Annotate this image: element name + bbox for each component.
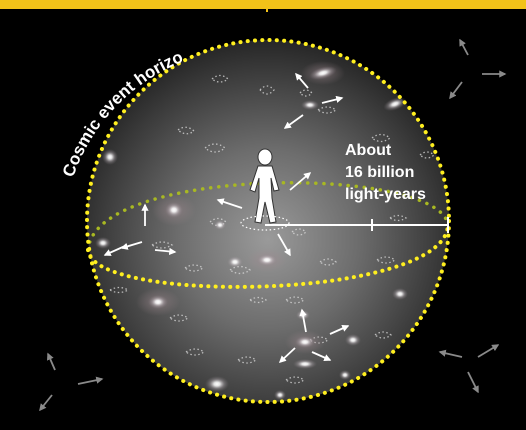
top-band <box>0 0 526 9</box>
observer-galaxy-ring <box>240 215 290 231</box>
bright-galaxies <box>95 61 408 400</box>
faint-galaxies <box>109 74 435 384</box>
distance-label-line1: About <box>345 142 392 159</box>
equator-front-arc <box>86 223 450 289</box>
observable-universe-sphere <box>87 40 449 402</box>
expansion-arrows-inside <box>103 72 350 363</box>
person-figure-icon <box>249 148 280 224</box>
radius-indicator <box>265 217 449 233</box>
top-band-notch <box>266 0 268 12</box>
distance-label-line3: light-years <box>345 186 426 203</box>
expansion-arrows-outside <box>39 38 507 412</box>
distance-label-line2: 16 billion <box>345 164 414 181</box>
